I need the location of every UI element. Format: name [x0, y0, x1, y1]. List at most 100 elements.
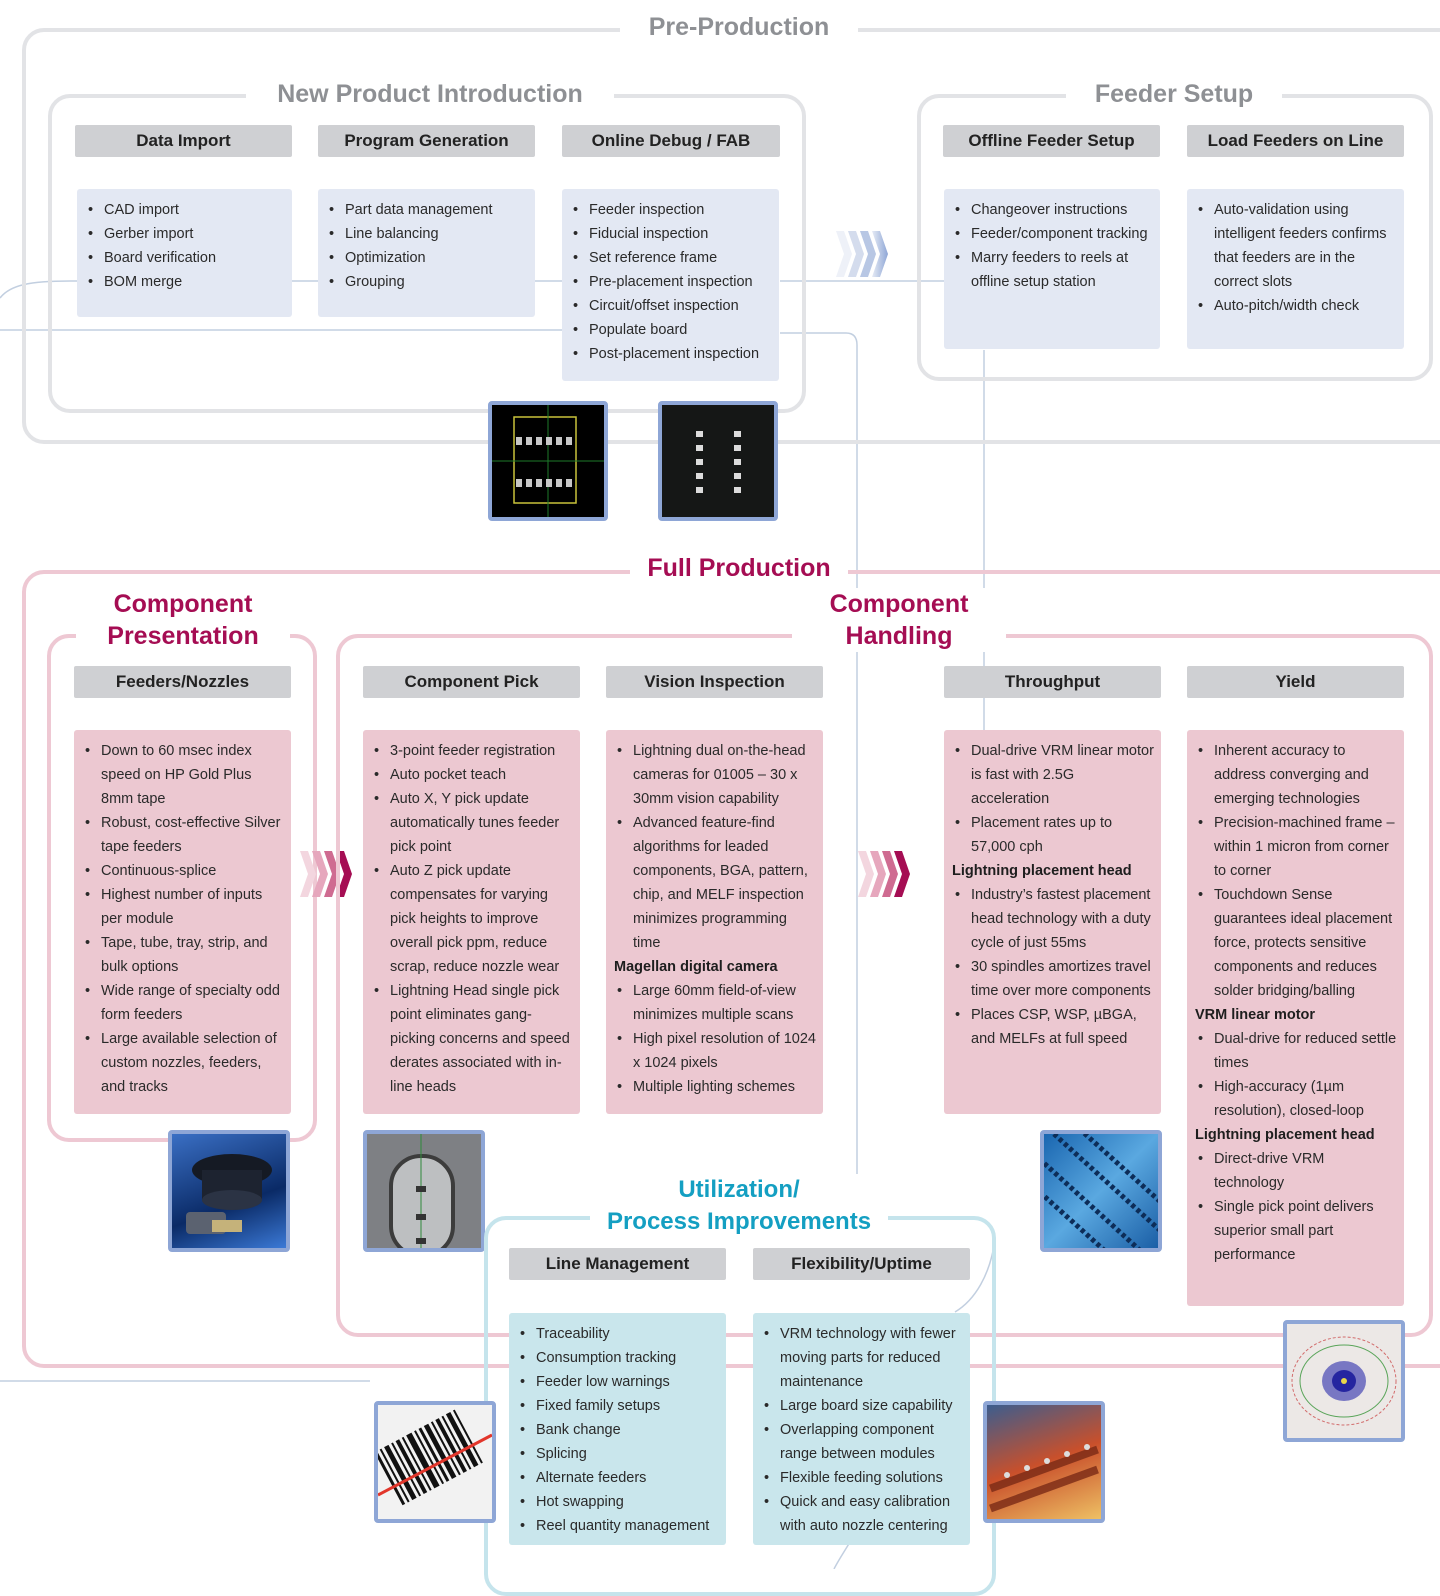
- vision-inspection-header: Vision Inspection: [606, 666, 823, 698]
- list-item: Flexible feeding solutions: [761, 1466, 964, 1490]
- component-pick-header: Component Pick: [363, 666, 580, 698]
- component-presentation-title-line2: Presentation: [107, 622, 259, 650]
- offline-feeder-setup-list: Changeover instructions Feeder/component…: [944, 189, 1160, 349]
- line-management-list: Traceability Consumption tracking Feeder…: [509, 1313, 726, 1545]
- list-item: Board verification: [85, 246, 286, 270]
- list-item: CAD import: [85, 198, 286, 222]
- list-item: Touchdown Sense guarantees ideal placeme…: [1195, 883, 1398, 1003]
- list-item: Industry’s fastest placement head techno…: [952, 883, 1155, 955]
- utilization-title-line1: Utilization/: [678, 1176, 800, 1203]
- list-item: Inherent accuracy to address converging …: [1195, 739, 1398, 811]
- feeders-nozzles-list: Down to 60 msec index speed on HP Gold P…: [74, 730, 291, 1114]
- scatter-accuracy-photo: [1283, 1320, 1405, 1442]
- list-item: Feeder/component tracking: [952, 222, 1154, 246]
- flexibility-uptime-list: VRM technology with fewer moving parts f…: [753, 1313, 970, 1545]
- load-feeders-header: Load Feeders on Line: [1187, 125, 1404, 157]
- utilization-title-line2: Process Improvements: [606, 1208, 872, 1235]
- list-item: Single pick point delivers superior smal…: [1195, 1195, 1398, 1267]
- list-item: Alternate feeders: [517, 1466, 720, 1490]
- list-item: Large available selection of custom nozz…: [82, 1027, 285, 1099]
- list-item: Wide range of specialty odd form feeders: [82, 979, 285, 1027]
- pcb-xray-photo: [658, 401, 778, 521]
- program-generation-header: Program Generation: [318, 125, 535, 157]
- offline-feeder-setup-header: Offline Feeder Setup: [943, 125, 1160, 157]
- list-item: Set reference frame: [570, 246, 773, 270]
- list-item: Hot swapping: [517, 1490, 720, 1514]
- list-item: BOM merge: [85, 270, 286, 294]
- sub-heading: Magellan digital camera: [614, 959, 778, 975]
- list-item: Tape, tube, tray, strip, and bulk option…: [82, 931, 285, 979]
- list-item: Large board size capability: [761, 1394, 964, 1418]
- list-item: Down to 60 msec index speed on HP Gold P…: [82, 739, 285, 811]
- full-production-title: Full Production: [630, 552, 848, 584]
- chevron-arrow-icon: [836, 231, 888, 277]
- list-item: Multiple lighting schemes: [614, 1075, 817, 1099]
- list-item: Quick and easy calibration with auto noz…: [761, 1490, 964, 1538]
- list-item: Marry feeders to reels at offline setup …: [952, 246, 1154, 294]
- list-item: Lightning Head single pick point elimina…: [371, 979, 574, 1099]
- list-item: Consumption tracking: [517, 1346, 720, 1370]
- list-item: Gerber import: [85, 222, 286, 246]
- list-item: VRM technology with fewer moving parts f…: [761, 1322, 964, 1394]
- list-item: Auto pocket teach: [371, 763, 574, 787]
- list-item: Pre-placement inspection: [570, 270, 773, 294]
- list-item: Highest number of inputs per module: [82, 883, 285, 931]
- list-item: Optimization: [326, 246, 529, 270]
- throughput-header: Throughput: [944, 666, 1161, 698]
- list-item: Fiducial inspection: [570, 222, 773, 246]
- component-handling-title-line1: Component: [829, 590, 969, 618]
- program-generation-list: Part data management Line balancing Opti…: [318, 189, 535, 317]
- flexibility-uptime-header: Flexibility/Uptime: [753, 1248, 970, 1280]
- list-item: Auto Z pick update compensates for varyi…: [371, 859, 574, 979]
- component-presentation-title: Component Presentation: [76, 588, 290, 652]
- list-item: Populate board: [570, 318, 773, 342]
- feeder-setup-title: Feeder Setup: [1066, 78, 1282, 110]
- component-pick-list: 3-point feeder registration Auto pocket …: [363, 730, 580, 1114]
- pre-production-title: Pre-Production: [620, 11, 858, 43]
- list-item: Precision-machined frame – within 1 micr…: [1195, 811, 1398, 883]
- pcb-vision-photo: [488, 401, 608, 521]
- component-tape-photo: [1040, 1130, 1162, 1252]
- list-item: Reel quantity management: [517, 1514, 720, 1538]
- list-item: Placement rates up to 57,000 cph: [952, 811, 1155, 859]
- list-item: Changeover instructions: [952, 198, 1154, 222]
- component-handling-title-line2: Handling: [845, 622, 953, 650]
- feeder-tape-photo: [983, 1401, 1105, 1523]
- list-item: 3-point feeder registration: [371, 739, 574, 763]
- list-item: Auto X, Y pick update automatically tune…: [371, 787, 574, 859]
- list-item: Traceability: [517, 1322, 720, 1346]
- online-debug-list: Feeder inspection Fiducial inspection Se…: [562, 189, 779, 381]
- list-item: Dual-drive VRM linear motor is fast with…: [952, 739, 1155, 811]
- list-item: High pixel resolution of 1024 x 1024 pix…: [614, 1027, 817, 1075]
- component-presentation-title-line1: Component: [113, 590, 253, 618]
- load-feeders-list: Auto-validation using intelligent feeder…: [1187, 189, 1404, 349]
- list-item: Bank change: [517, 1418, 720, 1442]
- list-item: Overlapping component range between modu…: [761, 1418, 964, 1466]
- list-item: Direct-drive VRM technology: [1195, 1147, 1398, 1195]
- data-import-header: Data Import: [75, 125, 292, 157]
- sub-heading: Lightning placement head: [952, 863, 1132, 879]
- list-item: Robust, cost-effective Silver tape feede…: [82, 811, 285, 859]
- online-debug-header: Online Debug / FAB: [562, 125, 780, 157]
- list-item: Auto-pitch/width check: [1195, 294, 1398, 318]
- throughput-list: Dual-drive VRM linear motor is fast with…: [944, 730, 1161, 1114]
- utilization-title: Utilization/ Process Improvements: [590, 1174, 888, 1238]
- yield-header: Yield: [1187, 666, 1404, 698]
- list-item: Post-placement inspection: [570, 342, 773, 366]
- list-item: 30 spindles amortizes travel time over m…: [952, 955, 1155, 1003]
- list-item: Part data management: [326, 198, 529, 222]
- list-item: Continuous-splice: [82, 859, 285, 883]
- component-handling-title: Component Handling: [792, 588, 1006, 652]
- list-item: Lightning dual on-the-head cameras for 0…: [614, 739, 817, 811]
- list-item: Large 60mm field-of-view minimizes multi…: [614, 979, 817, 1027]
- list-item: High-accuracy (1µm resolution), closed-l…: [1195, 1075, 1398, 1123]
- list-item: Advanced feature-find algorithms for lea…: [614, 811, 817, 955]
- list-item: Fixed family setups: [517, 1394, 720, 1418]
- list-item: Places CSP, WSP, µBGA, and MELFs at full…: [952, 1003, 1155, 1051]
- feeders-nozzles-header: Feeders/Nozzles: [74, 666, 291, 698]
- chip-pick-photo: [363, 1130, 485, 1252]
- list-item: Auto-validation using intelligent feeder…: [1195, 198, 1398, 294]
- sub-heading: Lightning placement head: [1195, 1127, 1375, 1143]
- data-import-list: CAD import Gerber import Board verificat…: [77, 189, 292, 317]
